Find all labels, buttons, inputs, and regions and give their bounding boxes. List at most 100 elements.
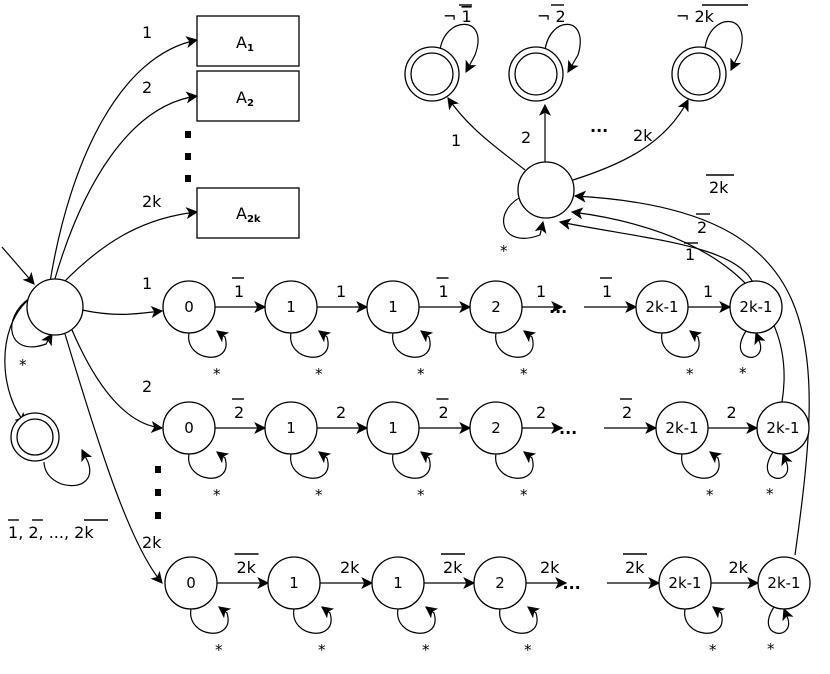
row-state-circle: [469, 401, 523, 455]
row-edge-label: 2: [439, 403, 449, 422]
hub-state: [517, 161, 575, 219]
row-state-loop: [392, 451, 434, 479]
box-a1-label: A1: [236, 33, 254, 54]
n2k-self-loop: [704, 20, 743, 72]
row-loop-label: *: [215, 641, 223, 659]
row-state-label: 1: [286, 298, 296, 316]
hub-edge-labels: 1 2 2k * ...: [451, 117, 653, 260]
row-loop-label: *: [213, 486, 221, 504]
row-state-label: 0: [184, 419, 194, 437]
row-entry-label: 2k: [142, 533, 162, 552]
neg-state-n2: [508, 46, 564, 102]
row-state-loop: [188, 330, 230, 358]
row-state-loop: [499, 606, 541, 634]
row-state: 1*: [267, 556, 335, 659]
return-label-2: 2: [697, 218, 707, 237]
row-state-loop: [739, 330, 766, 358]
row-edge-label: 2k: [625, 558, 645, 577]
row-state: 1*: [366, 280, 434, 383]
row-state-circle: [366, 280, 420, 334]
row-edge-label: 2: [234, 403, 244, 422]
row-state-label: 2: [491, 298, 501, 316]
row-loop-label: *: [318, 641, 326, 659]
row-state-label: 0: [186, 574, 196, 592]
row-loop-label: *: [739, 364, 747, 382]
row-edge-label: 2: [727, 403, 737, 422]
box-a2k-label: A2k: [236, 204, 261, 225]
row-state-circle: [729, 280, 783, 334]
row-state: 2k-1 *: [658, 556, 726, 659]
start-loop-label: *: [19, 356, 27, 374]
accept-label: 1, 2, ..., 2k: [8, 523, 94, 542]
box-edge-labels: 1 2 2k: [142, 23, 162, 211]
row-state-label: 2k-1: [645, 298, 678, 316]
row-state-label: 2: [491, 419, 501, 437]
start-arrow: [1, 246, 35, 285]
rows-vertical-ellipsis: [155, 466, 161, 519]
box-a2-label: A2: [236, 88, 254, 109]
row-state-circle: [756, 401, 810, 455]
row-edge-label: 1: [536, 282, 546, 301]
row-state: 0*: [162, 280, 230, 383]
row-edge-label: 2: [336, 403, 346, 422]
row-state-loop: [293, 606, 335, 634]
neg-state-n1: [404, 46, 460, 102]
row-state: 1*: [264, 280, 332, 383]
row-edge-label: 1: [602, 282, 612, 301]
row-ellipsis: ...: [563, 574, 581, 593]
neg-state-n2k: [671, 46, 727, 102]
row-state-circle: [267, 556, 321, 610]
row-edge-label: 2: [536, 403, 546, 422]
row-state: 2k-1*: [729, 280, 783, 382]
return-label-2k: 2k: [709, 178, 729, 197]
return-label-1: 1: [685, 245, 695, 264]
row-state-loop: [767, 606, 794, 634]
row-edge-label: 2k: [540, 558, 560, 577]
row-state: 2k-1 *: [635, 280, 703, 383]
row-state-loop: [397, 606, 439, 634]
row-state-label: 1: [388, 419, 398, 437]
row-state-loop: [188, 451, 230, 479]
edge-hub-to-n2k: [572, 98, 689, 181]
edge-start-to-a1: [49, 36, 199, 283]
row-edge-label: 2k: [237, 558, 257, 577]
row-state-circle: [164, 556, 218, 610]
row-state: 0*: [162, 401, 230, 504]
row-state-circle: [757, 556, 811, 610]
row-loop-label: *: [417, 365, 425, 383]
row-state-circle: [264, 401, 318, 455]
row-loop-label: *: [709, 641, 717, 659]
row-state-circle: [658, 556, 712, 610]
row-state-label: 2k-1: [665, 419, 698, 437]
row-loop-label: *: [417, 486, 425, 504]
row-loop-label: *: [706, 486, 714, 504]
row-loop-label: *: [315, 486, 323, 504]
row-entry-label: 2: [142, 377, 152, 396]
row-loop-label: *: [767, 640, 775, 658]
row-edge-label: 2k: [443, 558, 463, 577]
row-state-circle: [162, 280, 216, 334]
row-state-loop: [684, 606, 726, 634]
row-ellipsis: ...: [549, 298, 567, 317]
row-loop-label: *: [213, 365, 221, 383]
row-state-label: 2k-1: [767, 574, 800, 592]
row-loop-label: *: [524, 641, 532, 659]
hub-edge-label-2: 2: [521, 128, 531, 147]
row-loop-label: *: [686, 365, 694, 383]
row-state-loop: [190, 606, 232, 634]
row-state-circle: [264, 280, 318, 334]
row-state-loop: [766, 451, 793, 479]
return-from-row1: [558, 218, 756, 288]
row-state: 1*: [371, 556, 439, 659]
edge-start-to-a2k: [61, 207, 199, 285]
row-entry-label: 1: [142, 274, 152, 293]
row-state-label: 2k-1: [668, 574, 701, 592]
structural-nodes: [10, 15, 727, 519]
row-edge-label: 1: [336, 282, 346, 301]
row-state: 0*: [164, 556, 232, 659]
row-loop-label: *: [520, 365, 528, 383]
row-state: 2k-1*: [756, 401, 810, 503]
n2-self-loop: [544, 23, 581, 74]
row-state-circle: [655, 401, 709, 455]
